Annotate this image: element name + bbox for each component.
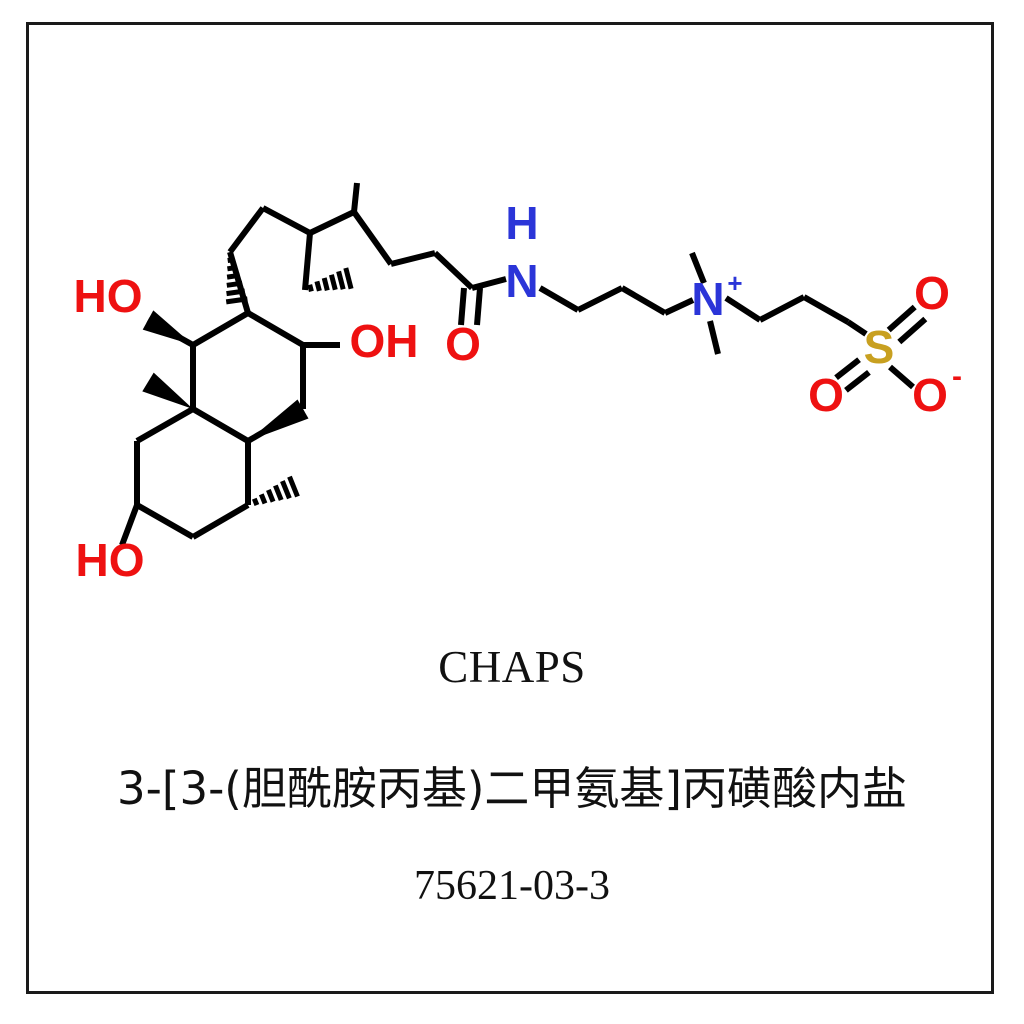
bond-b5 [246,310,305,348]
bond-p4 [846,319,868,337]
atom-label-ho-c3: HO [76,534,145,586]
atom-label-amide-n: N [505,255,538,307]
cas-number: 75621-03-3 [414,863,610,909]
bond-b6 [191,310,250,348]
bond-w3 [248,399,309,441]
atom-label-quat-n-charge: + [727,268,742,298]
atom-label-sulfonyl-o-top: O [914,267,950,319]
atom-label-oh-c12: OH [350,315,419,367]
bond-s3 [351,210,394,266]
bond-a2 [135,502,195,540]
atom-label-quat-n: N [691,273,724,325]
bond-d1 [458,287,483,326]
bond-so1 [886,304,928,345]
bond-a3 [191,502,250,540]
bond-c2 [227,206,266,254]
bond-s4 [390,250,436,267]
atom-label-ho-c7: HO [74,270,143,322]
bond-n4 [663,297,695,316]
bond-s1 [308,209,356,236]
bond-c4 [302,232,313,291]
atom-label-amide-h: H [505,197,538,249]
bond-w2 [142,310,193,345]
bond-m2 [707,320,721,355]
bond-h2 [307,267,354,293]
bond-p1 [724,295,762,323]
bond-m1 [689,251,707,285]
bond-p2 [758,294,806,323]
bond-n1 [538,285,580,313]
bond-so3 [888,364,915,390]
bond-oh2 [119,503,140,547]
bond-w1 [142,372,193,409]
bond-h1 [251,475,300,507]
bond-so2 [834,357,871,393]
bond-a5 [191,406,250,444]
compound-chinese-name: 3-[3-(胆酰胺丙基)二甲氨基]丙磺酸内盐 [117,762,907,815]
bond-c3 [261,205,312,236]
card-border-frame [26,22,994,994]
atom-label-sulfonate-s: S [864,321,895,373]
bond-h3 [225,257,248,305]
atom-label-carbonyl-o: O [445,318,481,370]
bond-n2 [576,285,624,313]
compound-name: CHAPS [438,642,586,692]
bond-a6 [135,406,195,444]
bond-p3 [802,294,850,325]
atom-label-sulfonate-charge: - [952,360,962,393]
bond-s2 [351,182,360,213]
bond-s6 [471,276,507,291]
bond-n3 [620,285,667,316]
atom-label-sulfonyl-o-left: O [808,369,844,421]
atom-label-sulfonate-o-minus: O [912,369,948,421]
bond-layer [119,182,928,547]
bond-s5 [432,250,475,291]
